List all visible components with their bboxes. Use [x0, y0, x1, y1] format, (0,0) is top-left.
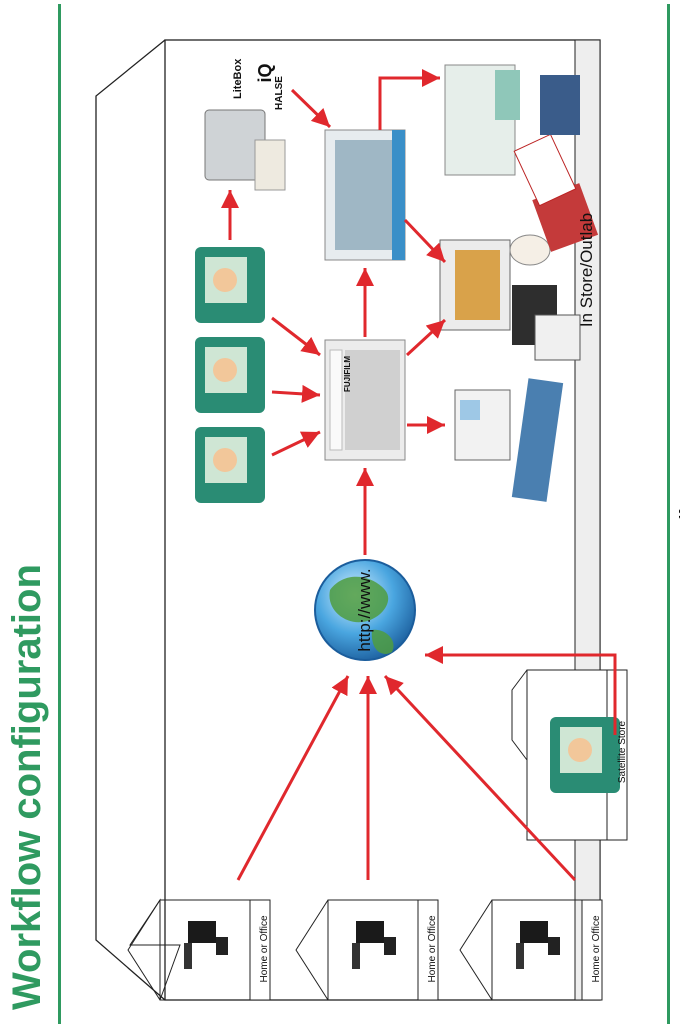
connection-arrows: [221, 69, 617, 882]
arrow-home1-to-globe: [236, 675, 350, 881]
home-computer-1: [184, 921, 228, 969]
satellite-kiosk: [550, 717, 620, 793]
fujifilm-brand: FUJIFILM: [343, 356, 352, 392]
arrow-kiosk2-to-fuji: [271, 384, 321, 403]
left-green-rule: [58, 4, 61, 1024]
arrow-satellite-to-globe: [425, 646, 617, 735]
kiosk-1: [195, 247, 265, 323]
arrow-logos-to-lab: [290, 88, 332, 129]
arrow-kiosk1-to-fuji: [271, 430, 321, 457]
home-building-2: [327, 899, 439, 1001]
home-label-2: Home or Office: [427, 915, 438, 983]
arrow-lab-to-largeformat: [403, 218, 447, 264]
minilab-machine: [444, 64, 520, 176]
photo-products: [509, 75, 599, 502]
laser-printer: [454, 389, 511, 461]
home-building-3: [491, 899, 603, 1001]
lab-software-screen: [324, 129, 406, 261]
right-green-rule: [667, 4, 670, 1024]
arrow-home3-to-globe: [383, 674, 577, 882]
large-format-printer: [439, 239, 511, 331]
arrow-kiosk3-to-fuji: [271, 316, 321, 357]
kiosk-3: [195, 427, 265, 503]
arrow-fuji-to-largeformat: [405, 318, 447, 357]
internet-label: http://www.: [355, 568, 374, 652]
home-computer-3: [516, 921, 560, 969]
satellite-store-label: Satellite Store: [617, 720, 628, 784]
home-building-1: [129, 898, 271, 1001]
halse-logo-text: HALSE: [274, 76, 285, 110]
kiosk-2: [195, 337, 265, 413]
internet-globe: [314, 559, 416, 661]
litebox-logo-text: LiteBox: [232, 58, 244, 99]
arrow-lab-to-minilab: [378, 69, 440, 130]
home-label-1: Home or Office: [259, 915, 270, 983]
thermal-printer: [204, 109, 286, 191]
fujifilm-software-screen: [324, 339, 406, 461]
home-label-3: Home or Office: [591, 915, 602, 983]
home-computer-2: [352, 921, 396, 969]
in-store-label: In Store/Outlab: [577, 212, 596, 328]
